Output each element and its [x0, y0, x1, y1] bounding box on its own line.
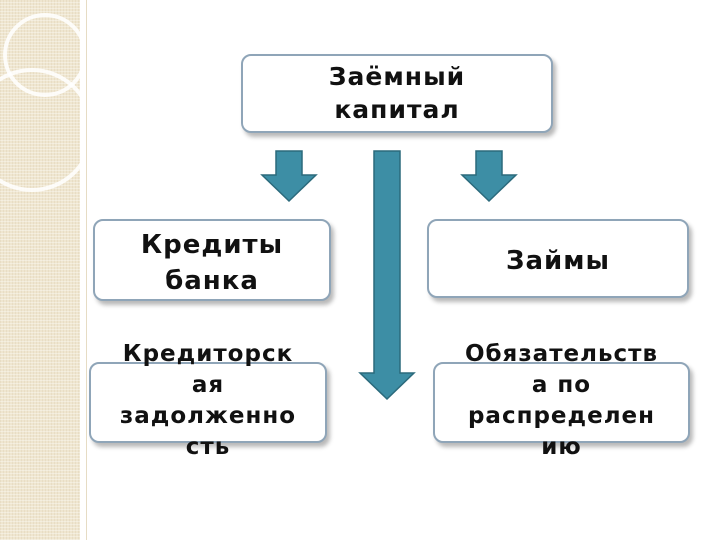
root-box: [241, 54, 553, 133]
root-label: Заёмный капитал: [328, 62, 466, 124]
bottom-left-label: Кредиторск ая задолженно сть: [119, 341, 297, 460]
arrow-down-center-long: [358, 150, 416, 401]
right-branch-label: Займы: [506, 246, 610, 276]
left-branch-label: Кредиты банка: [140, 230, 284, 296]
left-branch-box: [93, 219, 331, 301]
bottom-right-box: [433, 362, 690, 443]
bottom-right-label: Обязательств а по распределен ию: [464, 341, 659, 460]
arrow-down-left: [260, 150, 318, 203]
side-strip-divider: [86, 0, 87, 540]
decorative-circles: [0, 13, 90, 192]
bottom-left-box: [89, 362, 327, 443]
right-branch-box: [427, 219, 689, 298]
arrow-down-right: [460, 150, 518, 203]
